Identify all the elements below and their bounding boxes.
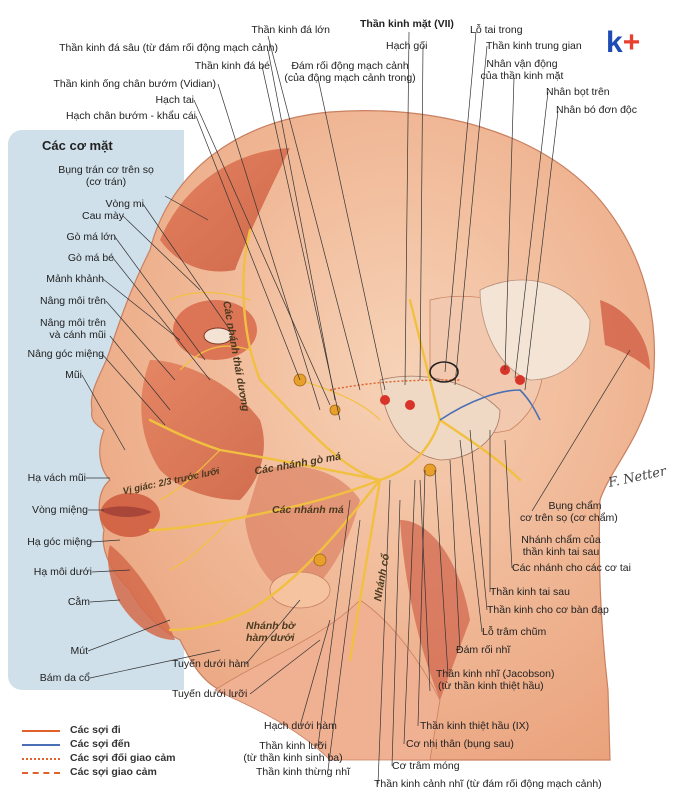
chin-muscles	[107, 545, 175, 640]
label-occipitalis-sub: cơ trên sọ (cơ chẩm)	[520, 512, 618, 524]
label-frontalis-sub: (cơ trán)	[85, 176, 127, 188]
legend-swatch-parasympathetic	[22, 758, 60, 760]
facial-nerve-branches	[148, 228, 522, 662]
internal-acoustic-meatus	[429, 361, 459, 383]
label-jacobson-nerve: Thần kinh nhĩ (Jacobson)	[436, 668, 555, 680]
legend-efferent: Các sợi đi	[22, 723, 212, 737]
label-depressor-anguli: Hạ góc miệng	[27, 536, 92, 548]
legend-sympathetic: Các sợi giao cảm	[22, 765, 212, 779]
legend-label: Các sợi đến	[70, 738, 130, 750]
legend-label: Các sợi đi	[70, 724, 121, 736]
label-geniculate-ganglion: Hạch gối	[386, 40, 428, 52]
label-nasalis: Mũi	[65, 369, 82, 381]
masseter-muscle	[245, 466, 360, 600]
label-jacobson-nerve-sub: (từ thần kinh thiệt hầu)	[438, 680, 544, 692]
label-chorda-tympani: Thần kinh thừng nhĩ	[256, 766, 351, 778]
legend-label: Các sợi giao cảm	[70, 766, 157, 778]
legend-afferent: Các sợi đến	[22, 737, 212, 751]
label-corrugator: Cau mày	[81, 210, 124, 222]
label-marginal-mandibular: Nhánh bờ	[246, 620, 296, 632]
cheek-muscles	[141, 360, 264, 500]
eye	[203, 327, 233, 345]
legend-swatch-sympathetic	[22, 772, 60, 774]
label-marginal-mandibular-sub: hàm dưới	[246, 632, 295, 644]
legend-swatch-efferent	[22, 730, 60, 732]
label-stapedius-nerve: Thần kinh cho cơ bàn đạp	[487, 604, 609, 616]
label-submandibular-gland: Tuyến dưới hàm	[172, 658, 250, 670]
label-motor-nucleus: Nhân vận động	[486, 58, 558, 70]
legend: Các sợi đi Các sợi đến Các sợi đối giao …	[22, 723, 212, 779]
panel-title: Các cơ mặt	[42, 138, 113, 153]
label-glossopharyngeal: Thần kinh thiệt hầu (IX)	[420, 720, 530, 732]
label-posterior-auricular: Thần kinh tai sau	[490, 586, 570, 598]
label-caroticotympanic: Thần kinh cảnh nhĩ (từ đám rối động mạch…	[374, 778, 602, 790]
label-depressor-labii: Hạ môi dưới	[33, 566, 92, 578]
label-orbicularis-oculi: Vòng mi	[105, 198, 144, 210]
label-procerus: Mảnh khảnh	[46, 273, 104, 285]
leader-lines	[81, 31, 631, 785]
facial-nerve-fine-branches	[159, 291, 381, 571]
label-submandibular-ganglion: Hạch dưới hàm	[264, 720, 337, 732]
label-lingual-nerve-sub: (từ thần kinh sinh ba)	[243, 752, 343, 764]
label-motor-nucleus-sub: của thần kinh mặt	[480, 70, 564, 82]
legend-swatch-afferent	[22, 744, 60, 746]
label-levator-labii-alaeque-sub: và cánh mũi	[49, 329, 106, 341]
label-vidian-nerve: Thần kinh ống chân bướm (Vidian)	[53, 78, 216, 90]
label-greater-petrosal: Thần kinh đá lớn	[251, 24, 330, 36]
label-levator-labii-alaeque: Nâng môi trên	[40, 317, 106, 329]
label-digastric: Cơ nhị thân (bụng sau)	[406, 738, 514, 750]
label-lingual-nerve: Thần kinh lưỡi	[259, 740, 327, 752]
label-occipitalis: Bụng chẩm	[548, 500, 602, 512]
occipitalis-muscle	[600, 300, 650, 370]
label-buccinator: Mút	[70, 645, 88, 657]
label-platysma: Bám da cổ	[39, 672, 90, 684]
label-occipital-branch: Nhánh chẩm của	[521, 534, 601, 546]
label-lesser-petrosal: Thần kinh đá bé	[194, 60, 270, 72]
label-tympanic-plexus: Đám rối nhĩ	[456, 644, 511, 656]
label-facial-nerve-vii: Thần kinh mặt (VII)	[360, 18, 454, 30]
label-solitary-nucleus: Nhân bó đơn độc	[556, 104, 638, 116]
legend-label: Các sợi đối giao cảm	[70, 752, 176, 764]
label-frontalis: Bụng trán cơ trên sọ	[58, 164, 154, 176]
label-depressor-septi: Hạ vách mũi	[27, 472, 86, 484]
label-stylohyoid: Cơ trâm móng	[392, 760, 460, 772]
label-superior-salivatory: Nhân bọt trên	[546, 86, 610, 98]
label-auricular-branches: Các nhánh cho các cơ tai	[512, 562, 631, 574]
neck-muscle	[400, 520, 470, 700]
label-intermediate-nerve: Thần kinh trung gian	[486, 40, 582, 52]
label-buccal-branches: Các nhánh má	[272, 504, 344, 516]
lips	[100, 506, 152, 517]
arterial-plexus	[380, 365, 525, 410]
label-mentalis: Cằm	[67, 596, 90, 608]
label-levator-anguli: Nâng góc miệng	[27, 348, 104, 360]
label-internal-acoustic: Lỗ tai trong	[470, 24, 523, 36]
label-zygomaticus-minor: Gò má bé	[67, 252, 114, 264]
brand-logo: k+	[606, 28, 640, 58]
label-carotid-plexus: Đám rối động mạch cảnh	[291, 60, 409, 72]
label-carotid-plexus-sub: (của động mạch cảnh trong)	[284, 72, 416, 84]
afferent-pathway	[439, 389, 541, 421]
frontalis-muscle	[160, 148, 290, 272]
label-stylomastoid-foramen: Lỗ trâm chũm	[482, 626, 547, 638]
label-occipital-branch-sub: thần kinh tai sau	[522, 546, 600, 558]
brand-plus-icon: +	[622, 26, 641, 59]
brainstem	[479, 279, 591, 381]
legend-parasympathetic: Các sợi đối giao cảm	[22, 751, 212, 765]
label-zygomaticus-major: Gò má lớn	[66, 231, 117, 243]
label-orbicularis-oris: Vòng miệng	[31, 504, 88, 516]
label-levator-labii: Nâng môi trên	[40, 295, 106, 307]
label-sublingual-gland: Tuyến dưới lưỡi	[172, 688, 248, 700]
parasympathetic-pathway	[329, 379, 461, 391]
label-deep-petrosal: Thần kinh đá sâu (từ đám rối động mạch c…	[59, 42, 278, 54]
brand-k: k	[606, 26, 623, 59]
label-otic-ganglion: Hạch tai	[155, 94, 194, 106]
label-pterygopalatine-ganglion: Hạch chân bướm - khẩu cái	[65, 110, 196, 122]
